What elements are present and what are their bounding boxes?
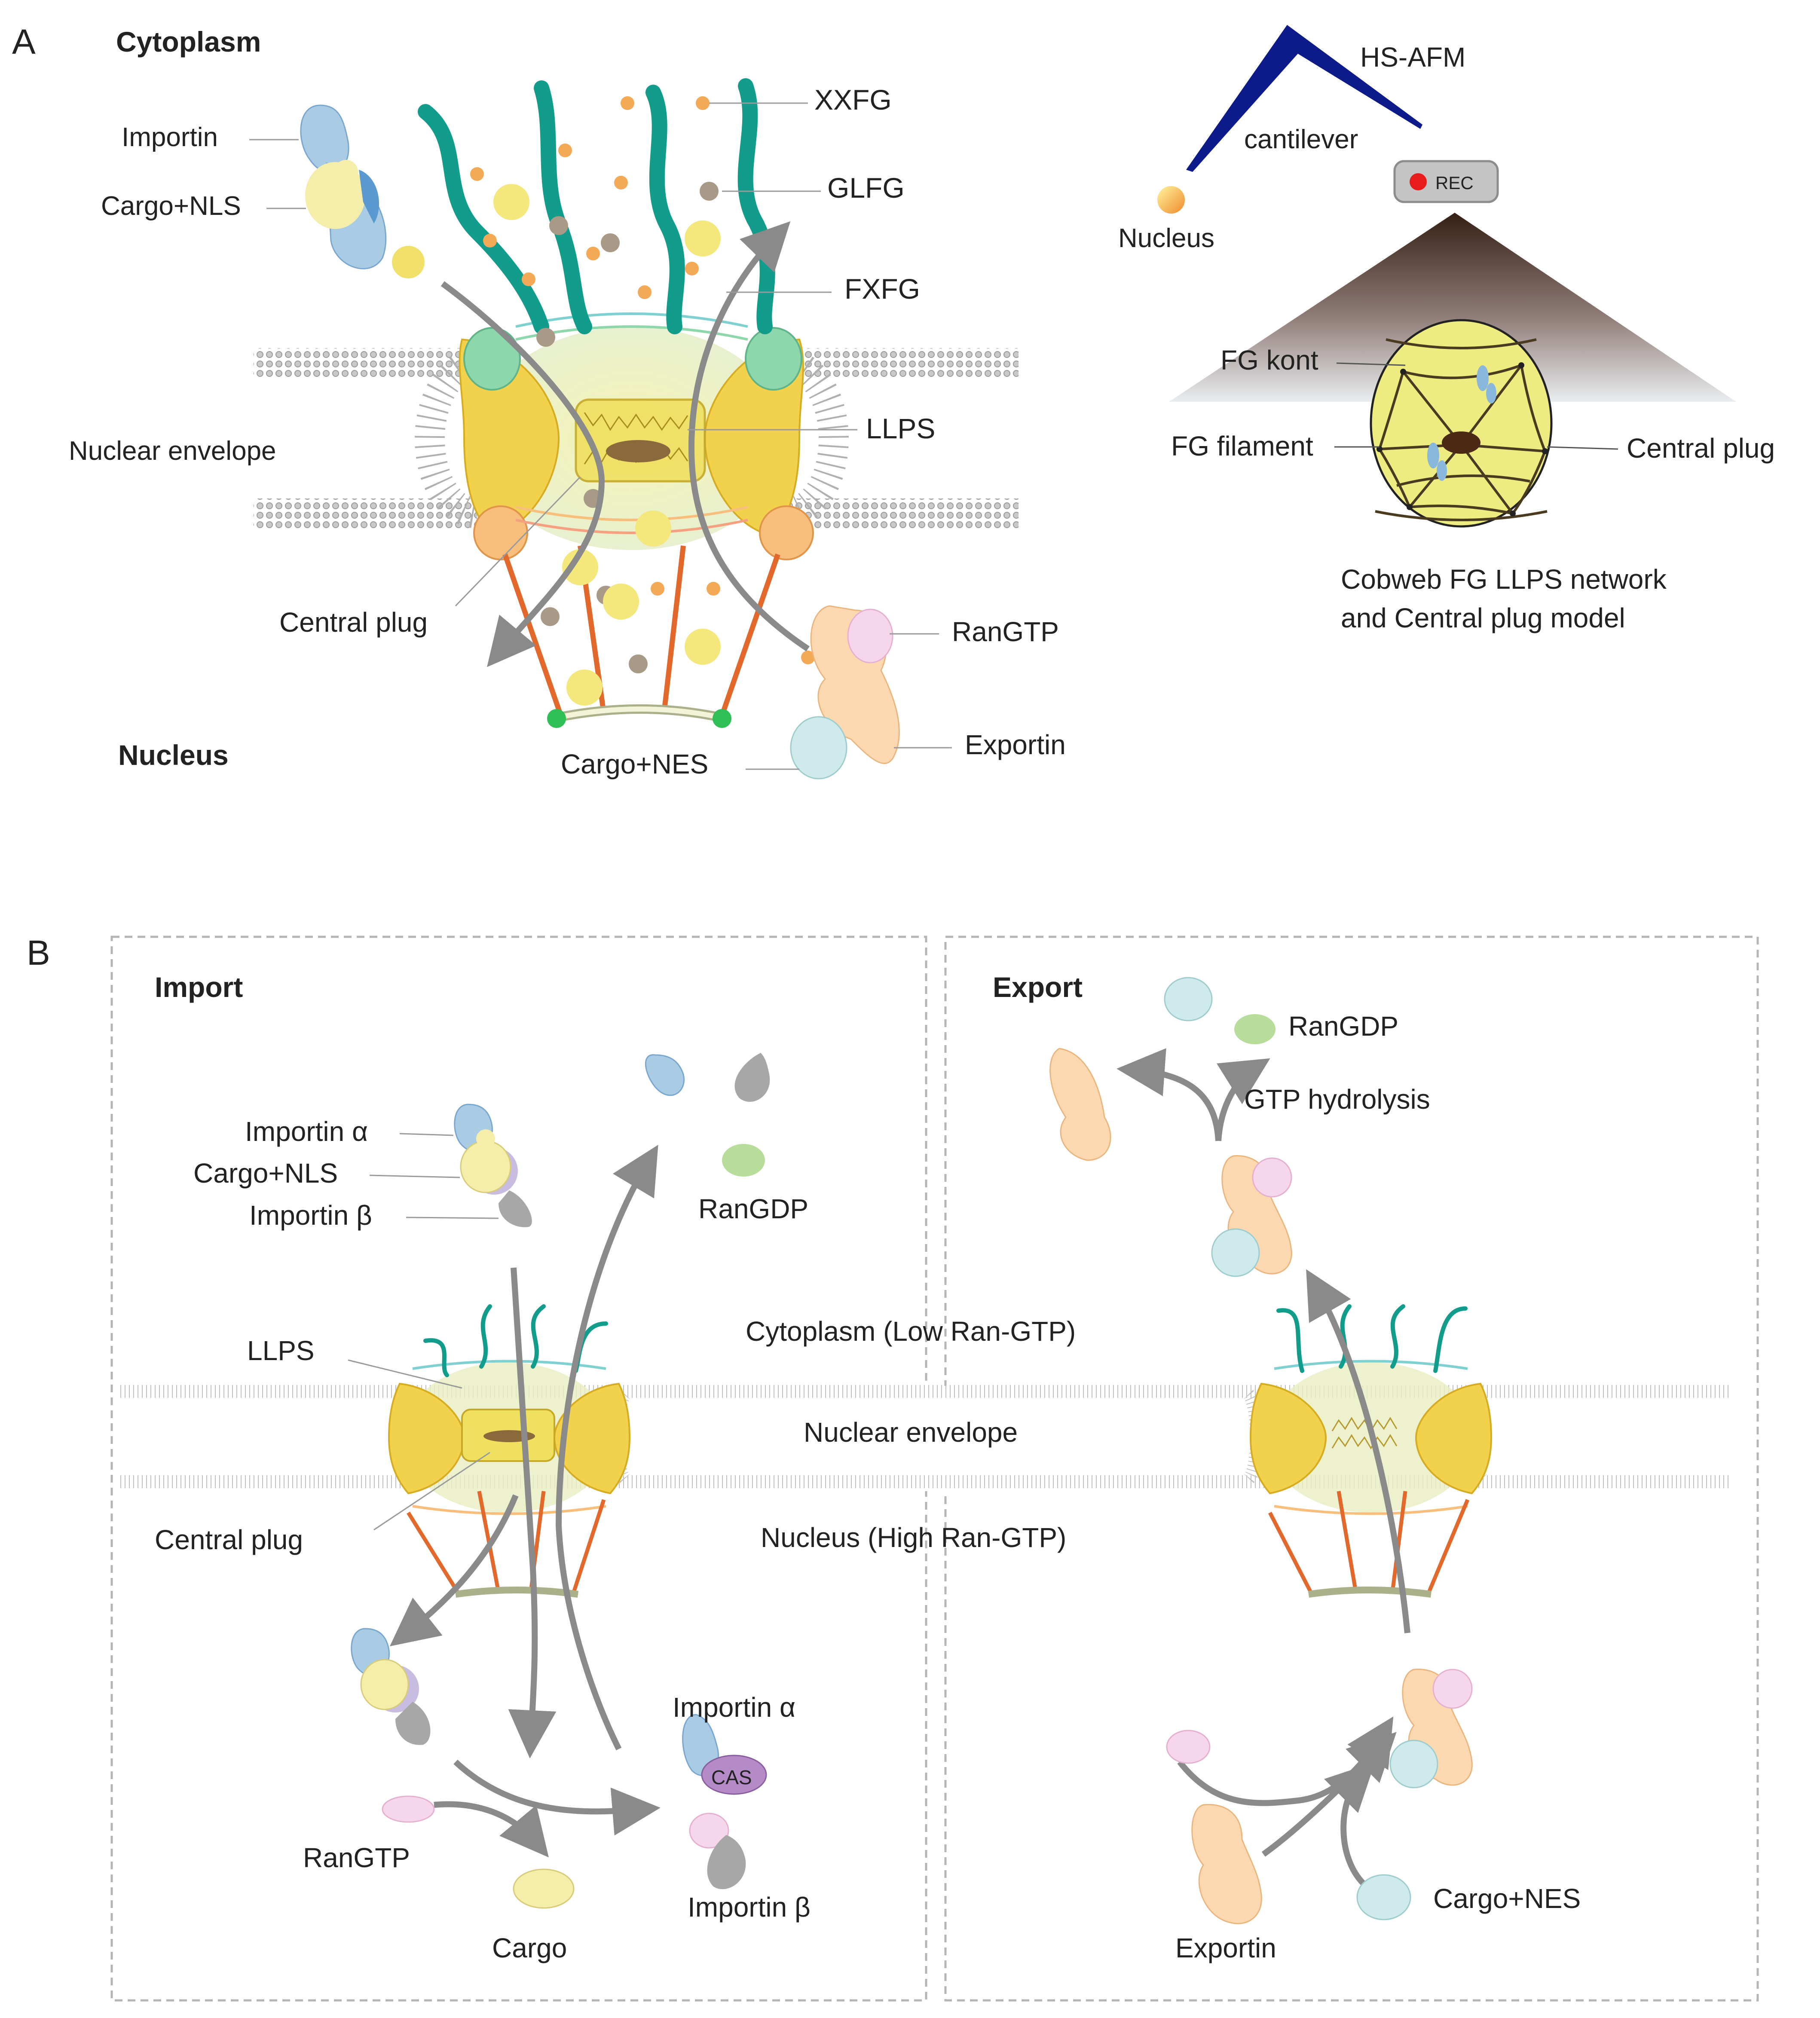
import-complex-top	[454, 1104, 532, 1227]
importin-label: Importin	[122, 122, 218, 152]
hs-afm-label: HS-AFM	[1360, 42, 1465, 73]
export-frame	[944, 936, 1759, 2002]
import-title: Import	[155, 971, 243, 1003]
rangtp-free	[382, 1795, 435, 1823]
importin-alpha-bottom-label: Importin α	[673, 1692, 795, 1723]
cas-ellipse	[701, 1755, 767, 1795]
cas-label: CAS	[711, 1766, 752, 1789]
llps-condensate	[575, 398, 706, 483]
rangtp-label-b: RanGTP	[303, 1842, 410, 1873]
nuclear-envelope	[254, 348, 1019, 529]
free-importin-beta	[734, 1053, 770, 1102]
importin-beta-bottom-label: Importin β	[688, 1892, 811, 1923]
npc-import	[388, 1304, 631, 1598]
nucleus-ball	[1157, 186, 1185, 214]
importin-complex-a	[300, 104, 425, 278]
export-complex-bottom	[1389, 1668, 1473, 1789]
fg-filament-label: FG filament	[1171, 431, 1313, 462]
free-cargo-nes-bottom	[1356, 1874, 1411, 1920]
fxfg-label: FXFG	[844, 273, 920, 305]
llps-label: LLPS	[866, 413, 935, 444]
cargo-nls-label-b: Cargo+NLS	[193, 1158, 338, 1189]
rec-indicator	[1393, 160, 1499, 203]
panel-b-letter: B	[27, 933, 50, 972]
rec-label: REC	[1435, 173, 1474, 193]
fg-knot-label: FG kont	[1220, 345, 1318, 376]
cargo-nes-label-b: Cargo+NES	[1433, 1883, 1581, 1914]
panel-a-leader-lines	[249, 102, 952, 770]
cargo-label-b: Cargo	[492, 1932, 567, 1963]
llps-label-b: LLPS	[247, 1335, 315, 1366]
nuclear-basket	[502, 545, 780, 728]
rangdp-import-label: RanGDP	[698, 1193, 808, 1224]
cobweb-cargo	[1427, 365, 1496, 481]
rec-dot	[1410, 173, 1427, 190]
import-arrow	[440, 281, 605, 667]
panel-a-letter: A	[12, 22, 36, 61]
cytoplasm-low-label: Cytoplasm (Low Ran-GTP)	[746, 1316, 1076, 1347]
cargo-nls-label: Cargo+NLS	[101, 191, 241, 221]
cargo-free	[513, 1868, 575, 1909]
import-complex-bottom	[351, 1628, 431, 1745]
central-plug-disc	[606, 440, 670, 462]
rangdp-import	[722, 1144, 765, 1177]
nucleus-high-label: Nucleus (High Ran-GTP)	[761, 1522, 1066, 1553]
panel-a-transport-arrows	[440, 221, 810, 667]
central-plug-label: Central plug	[279, 607, 428, 638]
xxfg-label: XXFG	[814, 84, 892, 116]
exportin-label-b: Exportin	[1175, 1932, 1276, 1963]
scan-cone	[1169, 213, 1736, 402]
nuclear-envelope-label: Nuclear envelope	[69, 436, 276, 466]
afm-nucleus-label: Nucleus	[1118, 223, 1214, 253]
rangtp-label: RanGTP	[952, 616, 1059, 647]
free-exportin-top	[1049, 1048, 1111, 1161]
model-caption-line1: Cobweb FG LLPS network	[1341, 564, 1667, 595]
rangtp-export-free	[1166, 1730, 1211, 1764]
gtp-hydrolysis-label: GTP hydrolysis	[1244, 1084, 1430, 1115]
importin-beta-top-label: Importin β	[249, 1200, 372, 1231]
cobweb-pore	[1370, 319, 1553, 528]
exportin-label: Exportin	[965, 729, 1066, 760]
import-arrows	[389, 1144, 661, 1858]
model-central-plug-label: Central plug	[1627, 433, 1775, 464]
free-importin-alpha	[645, 1054, 685, 1096]
exportin-complex-a	[790, 605, 900, 780]
export-arrows	[1116, 1048, 1410, 1889]
free-exportin-bottom	[1191, 1804, 1262, 1924]
model-caption-line2: and Central plug model	[1341, 602, 1625, 633]
rangtp-on-importin-beta	[689, 1813, 729, 1849]
panel-b-leader-lines	[348, 1133, 499, 1531]
rangdp-export	[1234, 1014, 1276, 1044]
glfg-label: GLFG	[827, 172, 905, 204]
npc-export	[1249, 1304, 1493, 1598]
export-arrow	[688, 221, 810, 651]
central-plug-label-b: Central plug	[155, 1524, 303, 1555]
fg-motif-dots	[470, 96, 815, 706]
fg-filaments	[418, 78, 775, 334]
importin-beta-bottom	[707, 1835, 746, 1890]
panel-a: A Cytoplasm Nucleus	[12, 22, 1775, 780]
nuclear-envelope-label-b: Nuclear envelope	[804, 1417, 1018, 1448]
cantilever-shape	[1186, 25, 1422, 172]
cargo-nes-label: Cargo+NES	[561, 749, 708, 780]
export-complex-top	[1211, 1155, 1292, 1277]
export-title: Export	[993, 971, 1083, 1003]
cytoplasm-label: Cytoplasm	[116, 26, 261, 58]
free-cargo-nes-top	[1164, 977, 1213, 1021]
rangdp-export-label: RanGDP	[1288, 1011, 1398, 1042]
hs-afm-inset: HS-AFM cantilever Nucleus REC	[1118, 25, 1775, 633]
cantilever-label: cantilever	[1244, 125, 1358, 154]
panel-b: B Import Export	[27, 933, 1759, 2002]
model-central-plug	[1442, 431, 1480, 454]
importin-alpha-top-label: Importin α	[245, 1116, 368, 1147]
nucleus-label: Nucleus	[118, 739, 229, 771]
